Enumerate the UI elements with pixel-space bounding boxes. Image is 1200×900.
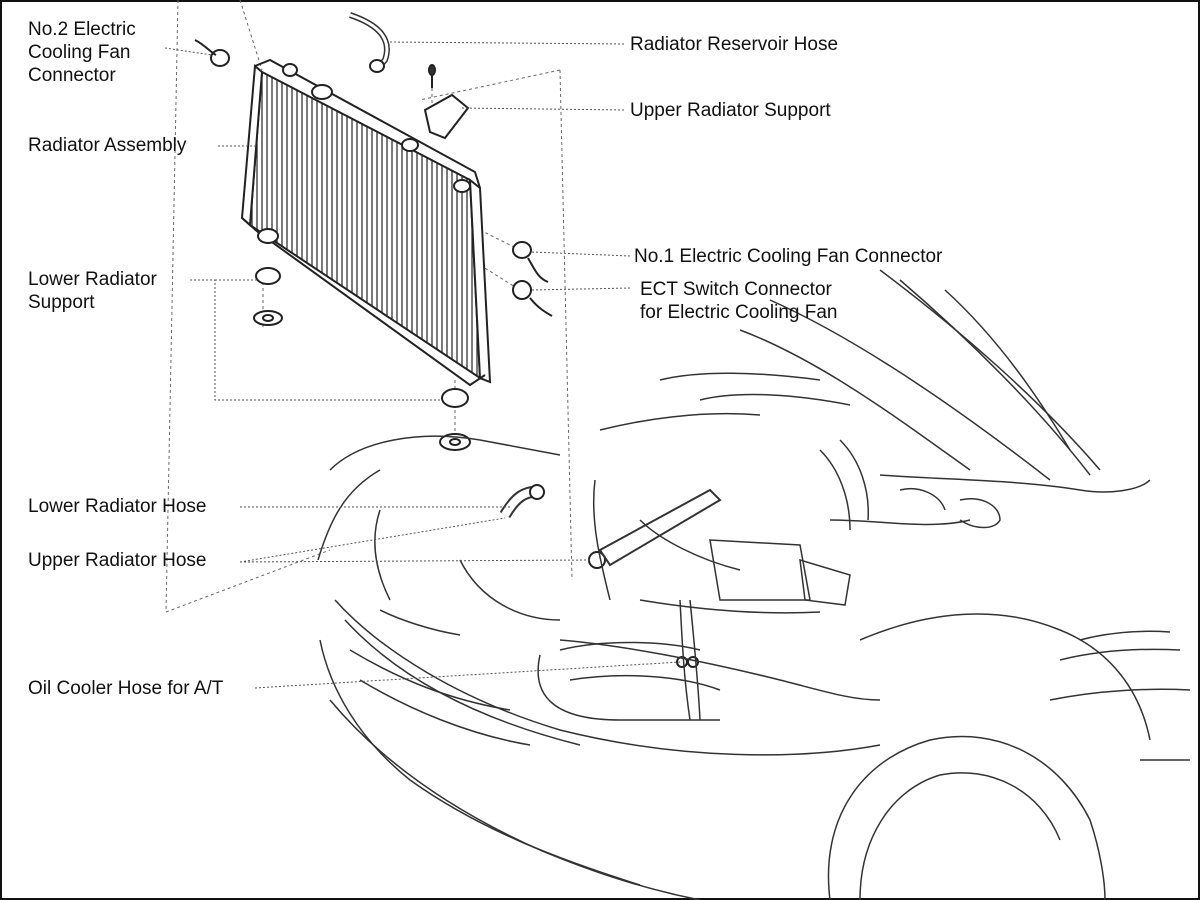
label-line: Lower Radiator — [28, 269, 157, 290]
label-line: Support — [28, 292, 95, 313]
label-line: Connector — [28, 65, 116, 86]
label-no1-electric-cooling-fan-connector: No.1 Electric Cooling Fan Connector — [634, 246, 943, 267]
leader-lines — [164, 41, 681, 689]
label-lower-radiator-support: Lower Radiator Support — [28, 268, 157, 314]
label-line: No.2 Electric — [28, 19, 136, 40]
label-oil-cooler-hose: Oil Cooler Hose for A/T — [28, 678, 224, 699]
label-radiator-reservoir-hose: Radiator Reservoir Hose — [630, 34, 839, 55]
label-ect-switch-connector: ECT Switch Connector for Electric Coolin… — [640, 278, 837, 324]
label-line: ECT Switch Connector — [640, 279, 832, 300]
label-no2-electric-cooling-fan-connector: No.2 Electric Cooling Fan Connector — [28, 18, 136, 87]
label-upper-radiator-support: Upper Radiator Support — [630, 100, 831, 121]
label-radiator-assembly: Radiator Assembly — [28, 135, 187, 156]
label-line: for Electric Cooling Fan — [640, 302, 838, 323]
radiator-assembly-drawing — [240, 58, 492, 387]
guide-lines — [165, 0, 573, 613]
label-lower-radiator-hose: Lower Radiator Hose — [28, 496, 207, 517]
vehicle-front-drawing — [317, 269, 1191, 900]
label-line: Cooling Fan — [28, 42, 131, 63]
label-upper-radiator-hose: Upper Radiator Hose — [28, 550, 207, 571]
